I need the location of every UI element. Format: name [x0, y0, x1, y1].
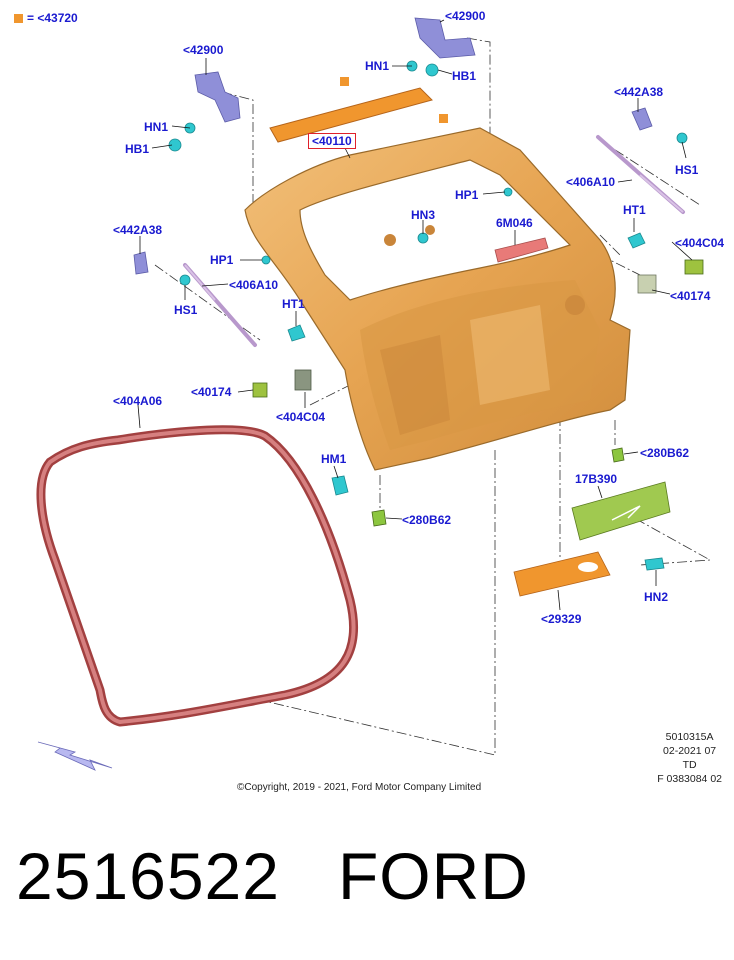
- callout-40110[interactable]: <40110: [308, 133, 356, 149]
- front-direction-arrow: [37, 741, 113, 771]
- hinge-top: [414, 17, 476, 59]
- trim-29329: [513, 551, 611, 597]
- clip-280b62-right: [611, 447, 625, 463]
- callout-hs1-left[interactable]: HS1: [174, 303, 198, 317]
- connector-404c04-right: [684, 259, 704, 275]
- meta-region: TD: [682, 759, 697, 771]
- legend-marker-1: [340, 77, 349, 86]
- callout-442a38-left[interactable]: <442A38: [113, 223, 163, 237]
- callout-406a10-right[interactable]: <406A10: [566, 175, 616, 189]
- callout-404c04-right[interactable]: <404C04: [675, 236, 725, 250]
- strut-bracket-left: [133, 251, 149, 275]
- trim-panel-arrow: [611, 505, 641, 521]
- callout-29329[interactable]: <29329: [541, 612, 582, 626]
- legend-marker-2: [439, 114, 448, 123]
- callout-hm1[interactable]: HM1: [321, 452, 347, 466]
- callout-442a38-right[interactable]: <442A38: [614, 85, 664, 99]
- label-pointers: [137, 19, 693, 611]
- part-number: 2516522: [16, 839, 280, 913]
- reinforcement-40110: [269, 87, 433, 143]
- callout-406a10-left[interactable]: <406A10: [229, 278, 279, 292]
- callout-hn3[interactable]: HN3: [411, 208, 436, 222]
- callout-hn1-left[interactable]: HN1: [144, 120, 169, 134]
- callout-40174-left[interactable]: <40174: [191, 385, 232, 399]
- connector-40174-left: [252, 382, 268, 398]
- fasteners: [168, 60, 688, 571]
- callout-hb1-left[interactable]: HB1: [125, 142, 150, 156]
- connector-40174-right: [637, 274, 657, 294]
- part-caption: 2516522 FORD: [16, 838, 529, 914]
- callout-40174-right[interactable]: <40174: [670, 289, 711, 303]
- meta-date: 02-2021 07: [663, 745, 717, 757]
- strut-left: [183, 263, 257, 347]
- legend-swatch: [14, 13, 23, 23]
- exploded-parts-diagram: [36, 17, 712, 771]
- liftgate-inner-panel: [244, 127, 631, 471]
- callout-hb1-top[interactable]: HB1: [452, 69, 477, 83]
- callout-ht1-right[interactable]: HT1: [623, 203, 646, 217]
- copyright-notice: ©Copyright, 2019 - 2021, Ford Motor Comp…: [237, 782, 482, 793]
- callout-hn1-top[interactable]: HN1: [365, 59, 390, 73]
- meta-reference: F 0383084 02: [657, 773, 722, 785]
- callout-404a06[interactable]: <404A06: [113, 394, 163, 408]
- callout-hs1-right[interactable]: HS1: [675, 163, 699, 177]
- callout-42900-top[interactable]: <42900: [445, 9, 486, 23]
- callout-hp1-upper[interactable]: HP1: [455, 188, 479, 202]
- clip-280b62-left: [371, 509, 387, 527]
- callout-404c04-left[interactable]: <404C04: [276, 410, 326, 424]
- callout-hn2[interactable]: HN2: [644, 590, 669, 604]
- diagram-metadata: 5010315A 02-2021 07 TD F 0383084 02: [657, 730, 722, 786]
- strut-right: [596, 135, 685, 214]
- door-seal-404a06: [36, 425, 359, 727]
- callout-42900-left[interactable]: <42900: [183, 43, 224, 57]
- meta-code: 5010315A: [665, 731, 714, 743]
- callout-hp1-lower[interactable]: HP1: [210, 253, 234, 267]
- trim-panel-17b390: [571, 481, 671, 541]
- callout-ht1-left[interactable]: HT1: [282, 297, 305, 311]
- hinge-left: [194, 71, 241, 123]
- callout-280b62-right[interactable]: <280B62: [640, 446, 690, 460]
- callout-280b62-left[interactable]: <280B62: [402, 513, 452, 527]
- callout-6m046[interactable]: 6M046: [496, 216, 533, 230]
- legend-text: = <43720: [27, 11, 78, 25]
- brand-name: FORD: [337, 839, 529, 913]
- bracket-6m046: [494, 237, 549, 263]
- strut-bracket-right: [631, 107, 653, 131]
- legend: = <43720: [14, 11, 78, 25]
- connector-404c04-left: [294, 369, 312, 391]
- callout-17b390[interactable]: 17B390: [575, 472, 618, 486]
